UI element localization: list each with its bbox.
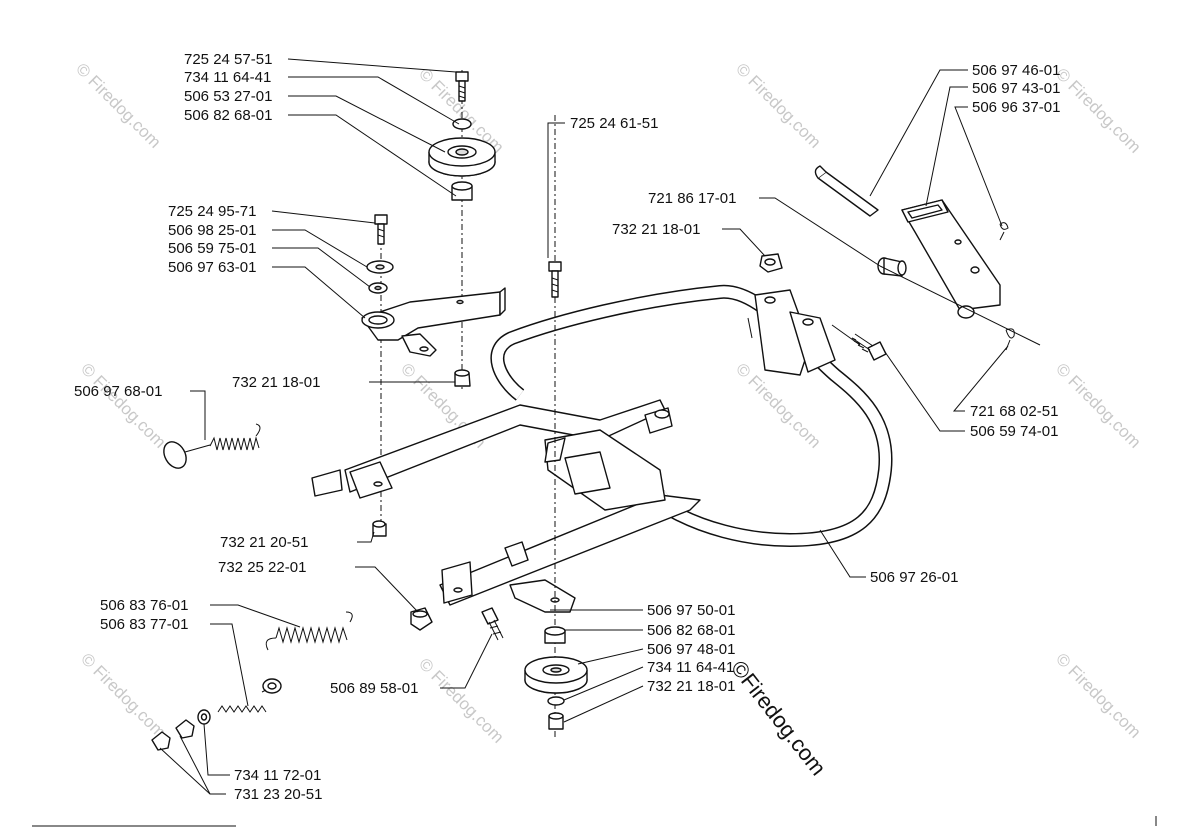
part-label: 732 21 18-01: [647, 678, 735, 695]
part-label: 506 97 48-01: [647, 641, 735, 658]
part-label: 506 97 43-01: [972, 80, 1060, 97]
watermark: © Firedog.com: [77, 359, 169, 451]
spacer-506-82-68-01: [451, 181, 473, 201]
watermark: © Firedog.com: [1052, 64, 1144, 156]
bolt-725-24-61-51: [548, 261, 562, 298]
part-label: 506 97 26-01: [870, 569, 958, 586]
spacer-506-82-68-01: [544, 626, 566, 644]
washer-506-98-25-01: [366, 260, 394, 274]
part-label: 506 89 58-01: [330, 680, 418, 697]
rod-506-83-77-01: [217, 678, 282, 713]
part-label: 506 82 68-01: [647, 622, 735, 639]
idler-arm-506-97-63-01: [361, 287, 506, 357]
main-frame-506-97-26-01: [311, 284, 893, 613]
spacer-506-59-75-01: [368, 282, 388, 294]
nut-732-21-18-01: [548, 712, 564, 730]
part-label: 732 21 20-51: [220, 534, 308, 551]
pulley-506-97-48-01: [524, 656, 588, 694]
part-label: 506 59 75-01: [168, 240, 256, 257]
part-label: 506 83 77-01: [100, 616, 188, 633]
part-label: 725 24 61-51: [570, 115, 658, 132]
leader-lines: [159, 58, 1009, 795]
part-label: 734 11 72-01: [234, 767, 321, 784]
watermark-main: ©Firedog.com: [726, 656, 831, 781]
bolt-725-24-95-71: [374, 214, 388, 245]
nut-732-25-22-01: [410, 607, 433, 631]
nut-731-23-20-51: [175, 719, 195, 739]
lower-pulley-assembly: [524, 115, 588, 740]
nut-732-21-18-01: [759, 253, 783, 273]
part-label: 721 68 02-51: [970, 403, 1058, 420]
part-label: 506 59 74-01: [970, 423, 1058, 440]
part-label: 725 24 95-71: [168, 203, 256, 220]
part-label: 721 86 17-01: [648, 190, 736, 207]
watermark: © Firedog.com: [732, 59, 824, 151]
part-label: 506 97 50-01: [647, 602, 735, 619]
upper-pulley-assembly: [428, 70, 496, 390]
bolt-725-24-57-51: [455, 71, 469, 102]
spring-506-97-68-01: [163, 423, 261, 469]
washer-734-11-72-01: [197, 709, 211, 725]
nut-732-21-18-01: [454, 369, 471, 387]
pulley-506-53-27-01: [428, 137, 496, 177]
part-label: 725 24 57-51: [184, 51, 272, 68]
washer-734-11-64-41: [452, 118, 472, 130]
spring-506-83-76-01: [265, 611, 353, 651]
part-label: 732 25 22-01: [218, 559, 306, 576]
part-label: 732 21 18-01: [232, 374, 320, 391]
part-label: 506 98 25-01: [168, 222, 256, 239]
watermark: © Firedog.com: [732, 359, 824, 451]
part-labels: 725 24 57-51 734 11 64-41 506 53 27-01 5…: [74, 51, 1060, 803]
part-label: 506 97 46-01: [972, 62, 1060, 79]
nut-731-23-20-51: [151, 731, 171, 751]
watermark: © Firedog.com: [1052, 359, 1144, 451]
part-label: 506 82 68-01: [184, 107, 272, 124]
part-label: 734 11 64-41: [647, 659, 734, 676]
idler-bracket-assembly: [361, 214, 506, 537]
watermark: © Firedog.com: [415, 654, 507, 746]
nut-732-21-20-51: [372, 520, 387, 537]
part-label: 506 96 37-01: [972, 99, 1060, 116]
part-label: 506 83 76-01: [100, 597, 188, 614]
part-label: 506 97 63-01: [168, 259, 256, 276]
part-label: 732 21 18-01: [612, 221, 700, 238]
hitch-assembly: [747, 165, 1041, 361]
part-label: 506 97 68-01: [74, 383, 162, 400]
watermark: © Firedog.com: [72, 59, 164, 151]
part-label: 731 23 20-51: [234, 786, 322, 803]
watermark: © Firedog.com: [77, 649, 169, 741]
bolt-506-89-58-01: [481, 607, 504, 641]
watermark: © Firedog.com: [1052, 649, 1144, 741]
part-label: 506 53 27-01: [184, 88, 272, 105]
part-label: 734 11 64-41: [184, 69, 271, 86]
bolt-506-59-74-01: [851, 333, 887, 361]
washer-734-11-64-41: [547, 696, 565, 706]
